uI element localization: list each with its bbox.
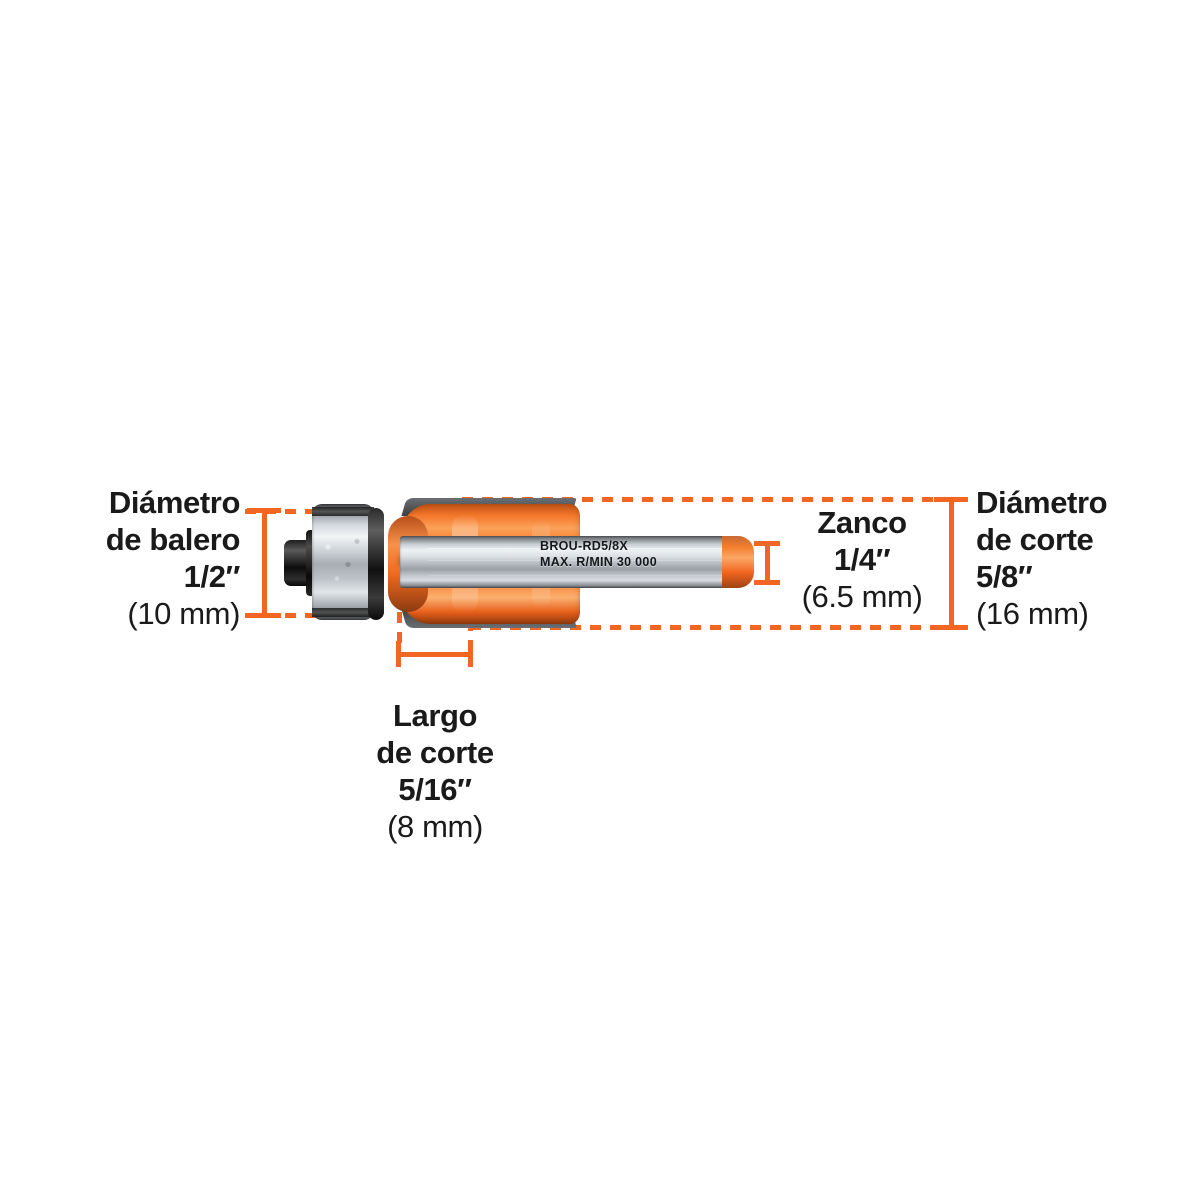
shank-highlight-2 [428,560,738,561]
callout-bearing-diameter-imperial: 1/2″ [183,559,241,594]
arrow-stem [396,651,473,657]
callout-shank-diameter-line1: Zanco [817,505,907,540]
callout-cutting-length-line2: de corte [376,735,494,770]
dimension-arrow-cutting-length [396,641,473,667]
bearing-race-top [312,507,374,516]
ball-bearing [312,504,374,620]
callout-cutting-length: Largo de corte 5/16″ (8 mm) [325,697,545,845]
callout-bearing-diameter-line1: Diámetro [108,485,241,520]
shank-end-cap [722,536,754,588]
dimension-arrow-cutting-diameter [934,497,968,630]
bearing-race-bottom [312,608,374,617]
engraving-max-speed: MAX. R/MIN 30 000 [540,555,657,569]
callout-cutting-diameter-line1: Diámetro [976,485,1108,520]
bearing-washer [368,508,384,620]
arrow-cap-bottom [754,580,780,585]
callout-cutting-diameter-line2: de corte [976,522,1094,557]
dimension-arrow-bearing-diameter [247,508,281,618]
leader-line-cutter-top [462,497,952,502]
arrow-cap-right [468,641,473,667]
arrow-cap-bottom [934,625,968,630]
leader-line-cutter-bottom [470,625,952,630]
arrow-stem [948,497,954,630]
callout-cutting-length-metric: (8 mm) [387,809,483,844]
engraving-model-code: BROU-RD5/8X [540,539,629,553]
callout-bearing-diameter: Diámetro de balero 1/2″ (10 mm) [18,484,241,632]
callout-cutting-length-line1: Largo [392,698,478,733]
shank-engraving: BROU-RD5/8X MAX. R/MIN 30 000 [540,538,740,570]
callout-cutting-length-imperial: 5/16″ [398,772,472,807]
callout-bearing-diameter-line2: de balero [105,522,241,557]
shank [400,536,752,588]
arrow-stem [261,508,267,618]
callout-shank-diameter-imperial: 1/4″ [833,542,891,577]
shank-highlight-3 [428,575,738,576]
callout-cutting-diameter-imperial: 5/8″ [976,559,1033,594]
dimension-arrow-shank-diameter [754,541,780,585]
leader-line-bearing-bottom [245,613,320,618]
leader-line-cut-length-left [397,612,402,654]
callout-shank-diameter: Zanco 1/4″ (6.5 mm) [782,504,942,615]
callout-cutting-diameter: Diámetro de corte 5/8″ (16 mm) [976,484,1190,632]
bearing-surface-texture [318,526,368,596]
callout-cutting-diameter-metric: (16 mm) [976,596,1089,631]
shank-highlight-1 [428,548,738,549]
arrow-cap-bottom [247,613,281,618]
arrow-stem [764,541,770,585]
callout-shank-diameter-metric: (6.5 mm) [801,579,923,614]
leader-line-bearing-top [245,509,320,514]
callout-bearing-diameter-metric: (10 mm) [127,596,240,631]
